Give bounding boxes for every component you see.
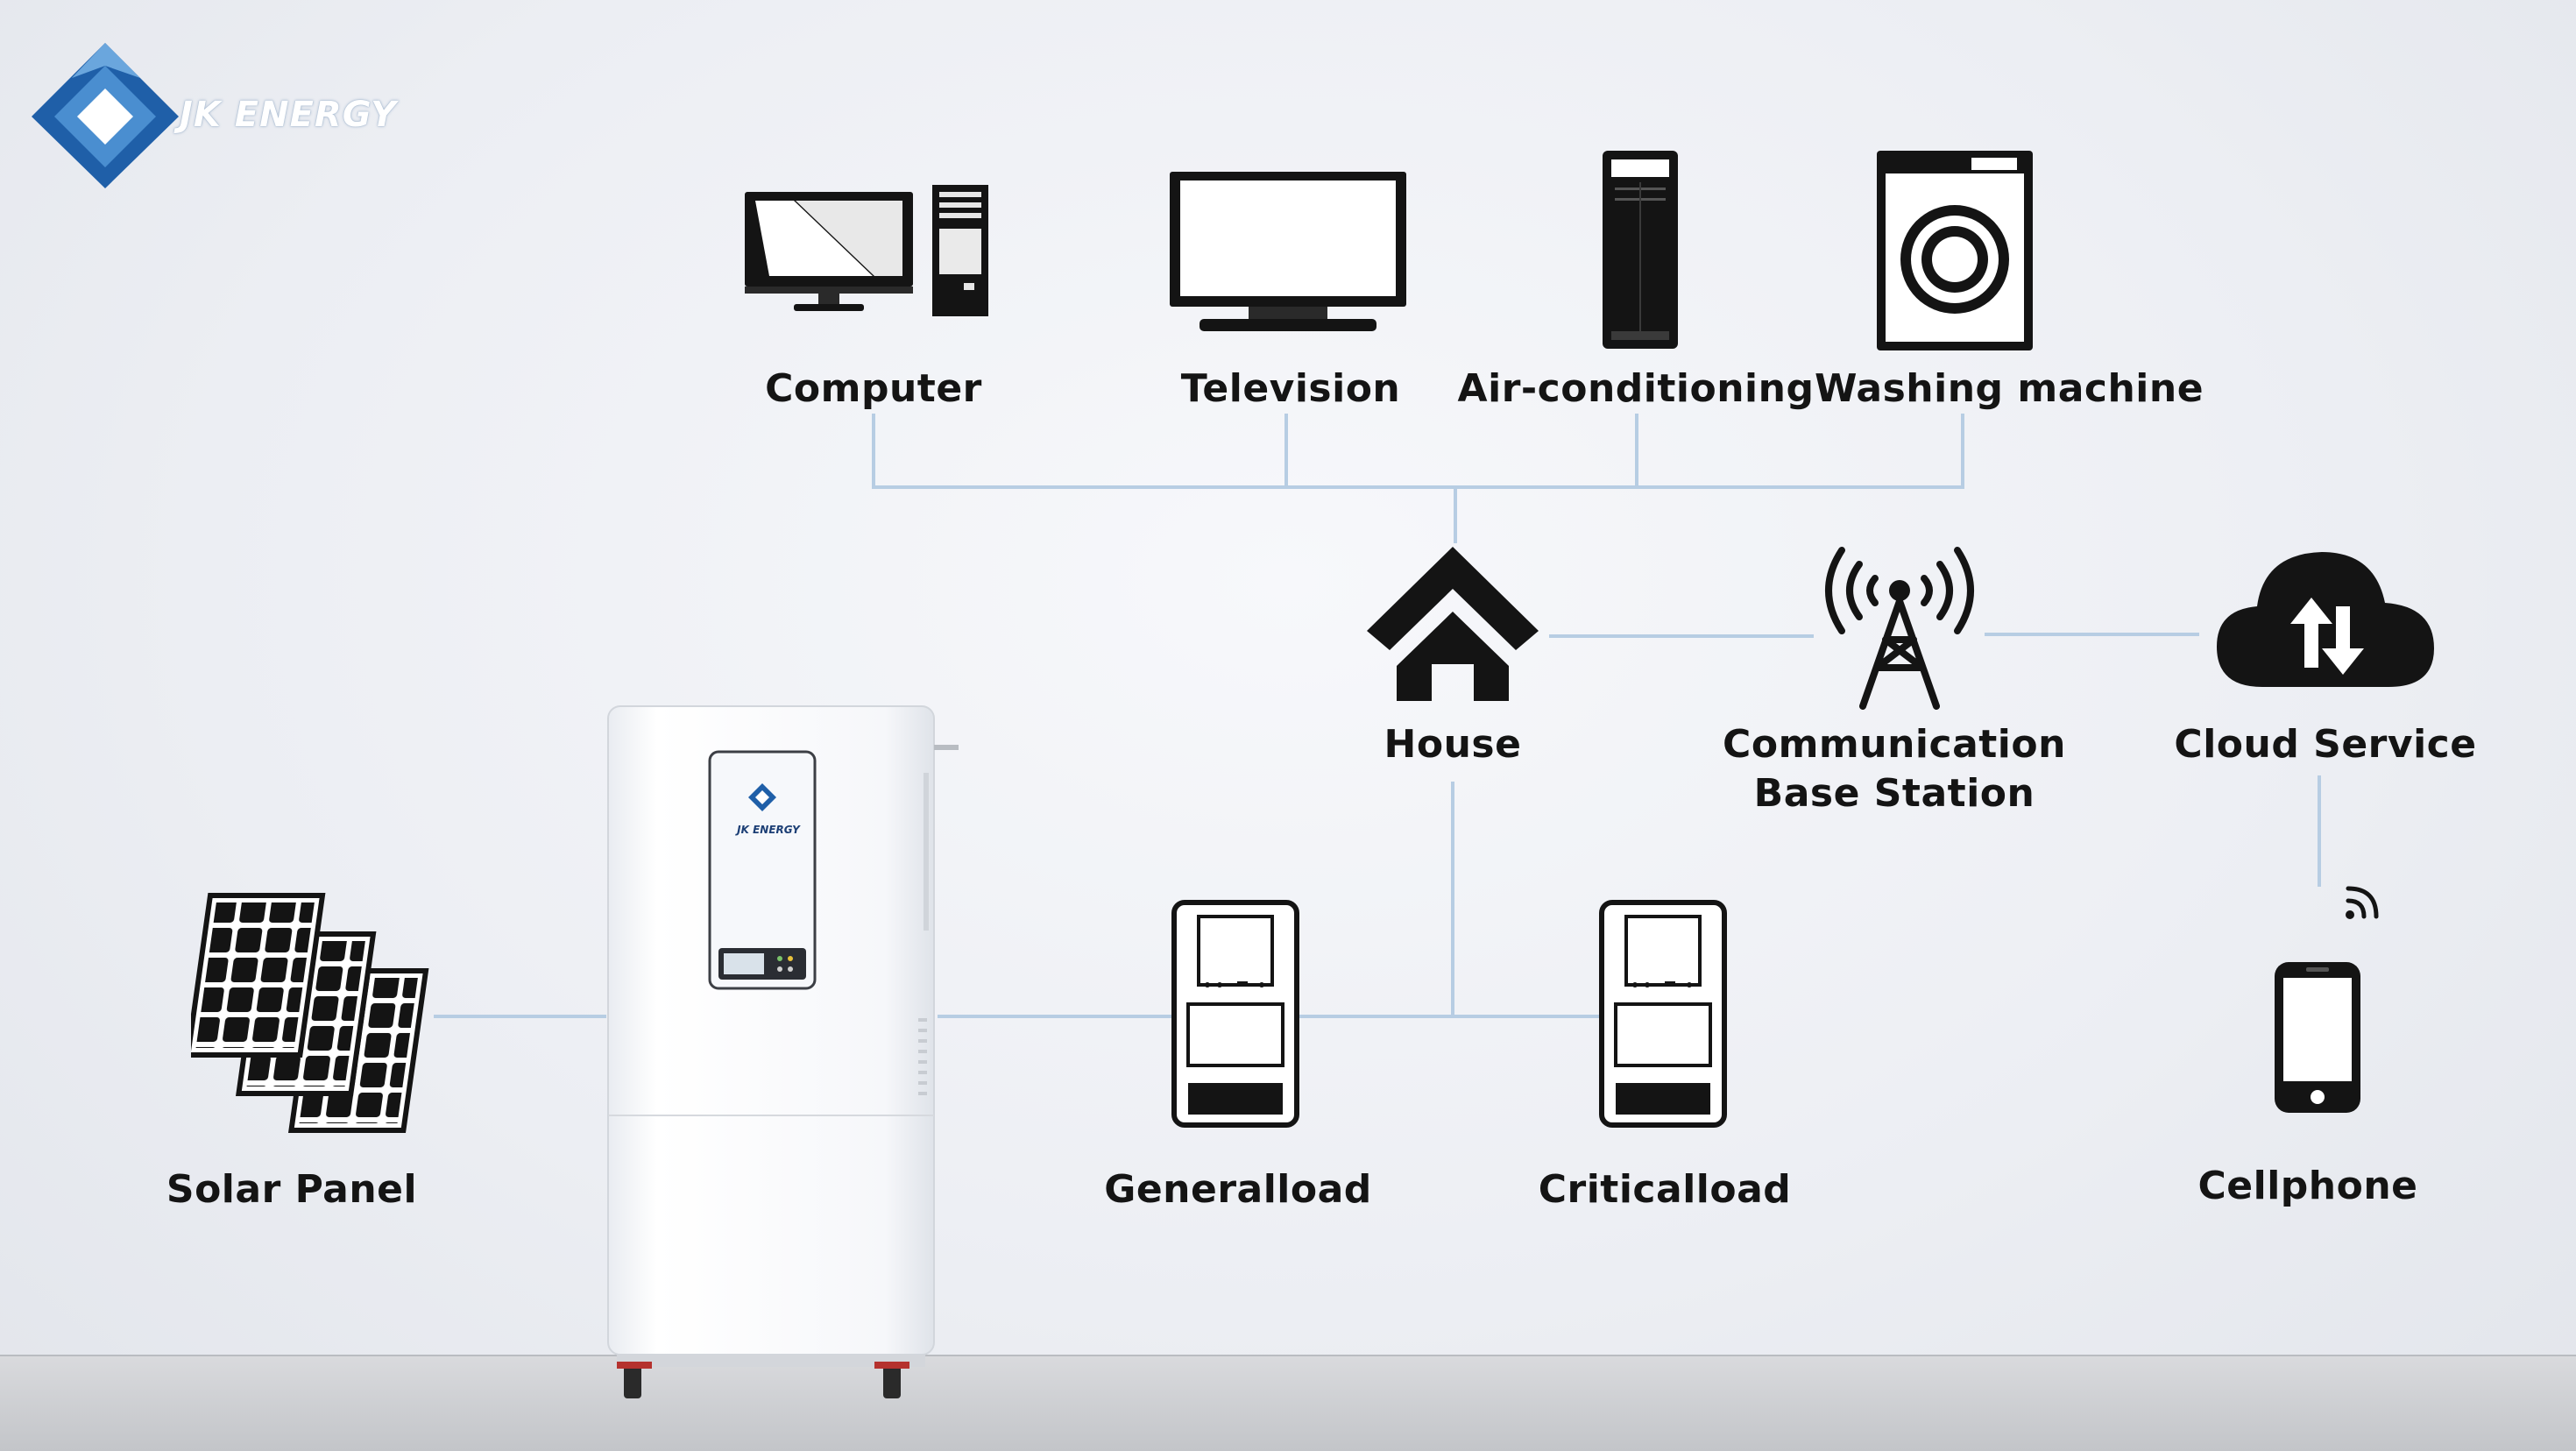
label-computer: Computer	[765, 366, 982, 411]
cabinet-brand: JK ENERGY	[737, 824, 800, 836]
label-television: Television	[1180, 366, 1401, 411]
floor-edge	[0, 1355, 2576, 1357]
cellphone-icon	[2275, 962, 2360, 1113]
floor	[0, 1356, 2576, 1451]
energy-storage-cabinet	[607, 705, 959, 1398]
television-icon	[1170, 172, 1406, 331]
label-washing-machine: Washing machine	[1814, 366, 2204, 411]
computer-icon	[745, 185, 988, 316]
label-critical-load: Criticalload	[1538, 1167, 1792, 1212]
air-conditioner-icon	[1603, 151, 1678, 349]
label-general-load: Generalload	[1104, 1167, 1372, 1212]
cloud-sync-icon	[2217, 552, 2434, 687]
jk-energy-logo	[32, 43, 179, 188]
antenna-tower-icon	[1825, 547, 1974, 710]
house-icon	[1367, 547, 1539, 701]
label-house: House	[1384, 722, 1522, 767]
label-cloud-service: Cloud Service	[2174, 722, 2477, 767]
washing-machine-icon	[1877, 151, 2033, 350]
label-air-conditioning: Air-conditioning	[1457, 366, 1815, 411]
wifi-signal-icon	[2346, 886, 2379, 919]
label-base-station: Base Station	[1753, 771, 2035, 816]
label-cellphone: Cellphone	[2197, 1164, 2418, 1208]
solar-panel-icon	[191, 893, 429, 1133]
label-solar-panel: Solar Panel	[166, 1167, 418, 1212]
connector-appliance-bus	[872, 414, 1964, 543]
breaker-box-icon	[1171, 900, 1299, 1128]
brand-name: JK ENERGY	[180, 95, 397, 135]
label-communication: Communication	[1723, 722, 2066, 767]
breaker-box-icon	[1599, 900, 1727, 1128]
